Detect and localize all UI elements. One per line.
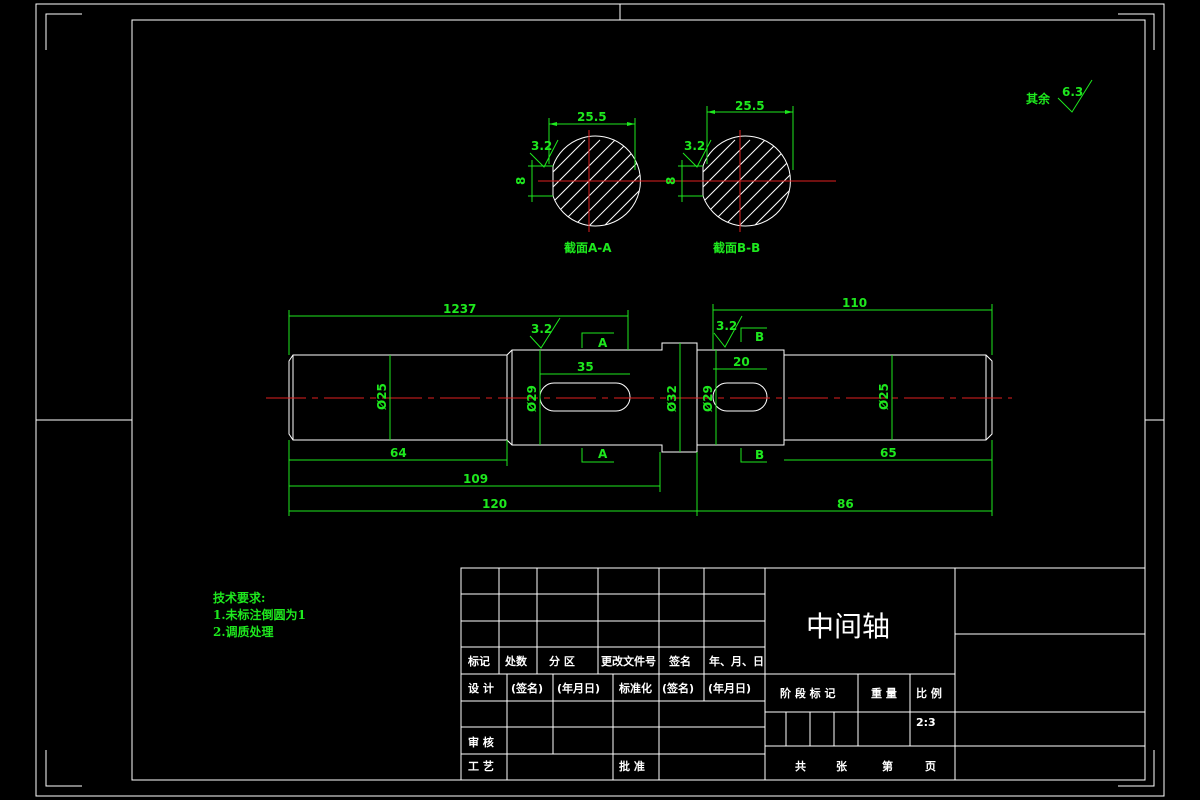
- tb-standard: 标准化: [618, 681, 652, 695]
- title-block: 中间轴 标记 处数 分 区 更改文件号 签名 年、月、日 设 计 (签名) (年…: [460, 567, 1146, 781]
- tb-weight: 重 量: [871, 686, 897, 700]
- dim-dia-right: Ø25: [877, 383, 891, 410]
- roughness-symbol: [1057, 79, 1093, 113]
- dim-bottom-109: 109: [463, 472, 488, 486]
- tb-approve: 批 准: [619, 759, 645, 773]
- cut-b-top-label: B: [755, 330, 764, 344]
- trim-mark-bl: [45, 750, 82, 787]
- tb-scale-label: 比 例: [916, 686, 942, 700]
- notes-heading: 技术要求:: [213, 590, 265, 605]
- tb-standard-sign: (签名): [662, 681, 694, 695]
- cut-b-top: [740, 327, 767, 342]
- trim-mark-br: [1118, 750, 1155, 787]
- dim-bottom-64: 64: [390, 446, 407, 460]
- tb-label-count: 处数: [504, 654, 528, 668]
- tb-sheet-page: 页: [925, 760, 936, 773]
- dim-dia-collar: Ø32: [665, 385, 679, 412]
- tb-label-date: 年、月、日: [709, 654, 764, 668]
- tb-standard-date: (年月日): [708, 681, 751, 695]
- section-a-width: 25.5: [577, 110, 607, 124]
- section-a-key: 8: [514, 177, 528, 185]
- dim-top-right: 110: [842, 296, 867, 310]
- keyway-b: [712, 382, 768, 412]
- cut-a-top: [581, 332, 614, 348]
- tb-design-sign: (签名): [511, 681, 543, 695]
- part-name: 中间轴: [806, 610, 890, 643]
- dim-bottom-120: 120: [482, 497, 507, 511]
- section-b-outline: [702, 135, 791, 227]
- tb-label-signature: 签名: [668, 654, 691, 668]
- cut-a-top-label: A: [598, 336, 608, 350]
- note-2: 2.调质处理: [213, 624, 274, 639]
- cut-b-bottom: [740, 448, 767, 463]
- section-b-hatch: [703, 139, 791, 227]
- trim-mark-tr: [1118, 13, 1155, 50]
- tb-design: 设 计: [468, 681, 494, 695]
- tb-label-change-doc: 更改文件号: [601, 654, 656, 668]
- keyway-a: [539, 382, 631, 412]
- dim-key-a: 35: [577, 360, 594, 374]
- section-a-outline: [552, 135, 641, 227]
- section-b-label: 截面B-B: [713, 240, 760, 255]
- section-a-roughness: 3.2: [531, 139, 552, 153]
- dim-dia-mid-left: Ø29: [525, 385, 539, 412]
- section-b-key: 8: [664, 177, 678, 185]
- cut-b-bottom-label: B: [755, 448, 764, 462]
- trim-mark-tl: [45, 13, 82, 50]
- roughness-shaft-b: 3.2: [716, 319, 737, 333]
- tb-process: 工 艺: [468, 759, 494, 773]
- tb-sheet-total: 共: [795, 759, 806, 773]
- dim-dia-mid-right: Ø29: [701, 385, 715, 412]
- section-a-hatch: [553, 139, 641, 226]
- roughness-shaft-a: 3.2: [531, 322, 552, 336]
- general-roughness-label: 其余: [1026, 91, 1051, 106]
- tb-scale-value: 2:3: [916, 716, 936, 729]
- general-roughness-value: 6.3: [1062, 85, 1083, 99]
- section-a-label: 截面A-A: [564, 240, 612, 255]
- cut-a-bottom: [581, 448, 614, 463]
- dim-dia-left: Ø25: [375, 383, 389, 410]
- tb-label-mark: 标记: [467, 654, 490, 668]
- tb-stage-mark: 阶 段 标 记: [780, 686, 836, 700]
- tb-design-date: (年月日): [557, 681, 600, 695]
- tb-label-zone: 分 区: [549, 654, 575, 668]
- shaft-view: Ø25 Ø29 Ø32 Ø29 Ø25 1237 110 35 20 3.2 3…: [266, 296, 1012, 516]
- section-b-b: 25.5 8 3.2 截面B-B: [638, 99, 836, 255]
- dim-bottom-86: 86: [837, 497, 854, 511]
- cut-a-bottom-label: A: [598, 447, 608, 461]
- dim-top-left: 1237: [443, 302, 476, 316]
- tb-review: 审 核: [468, 735, 494, 749]
- note-1: 1.未标注倒圆为1: [213, 607, 306, 622]
- technical-notes: 技术要求: 1.未标注倒圆为1 2.调质处理: [213, 590, 306, 639]
- section-b-width: 25.5: [735, 99, 765, 113]
- dim-bottom-65: 65: [880, 446, 897, 460]
- dim-key-b: 20: [733, 355, 750, 369]
- sheet-border: [35, 3, 1165, 797]
- section-a-a: 25.5 8 3.2 截面A-A: [514, 110, 650, 255]
- section-b-roughness: 3.2: [684, 139, 705, 153]
- tb-sheet-unit: 张: [836, 759, 848, 773]
- tb-sheet-no: 第: [882, 759, 893, 773]
